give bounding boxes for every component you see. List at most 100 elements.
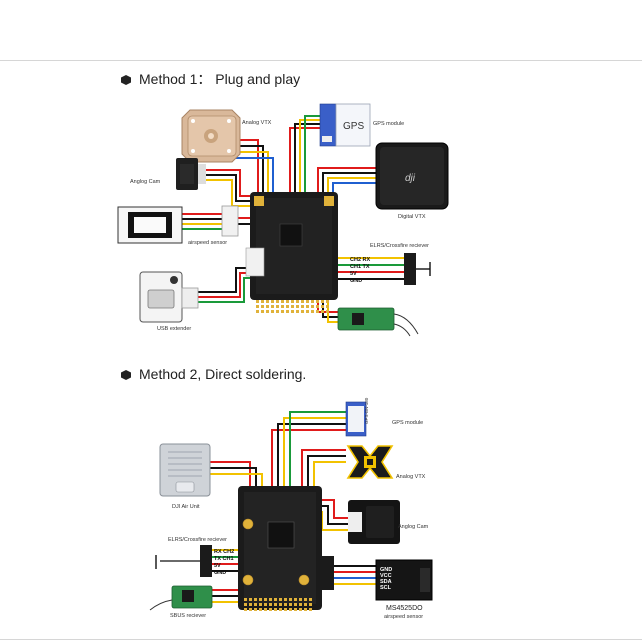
solder-pad <box>269 598 272 601</box>
solder-pad <box>274 598 277 601</box>
solder-pad <box>279 598 282 601</box>
solder-pad <box>254 598 257 601</box>
method2-wires-analog-vtx <box>301 449 346 486</box>
solder-pad <box>279 603 282 606</box>
method2-elrs-label: ELRS/Crossfire reciever <box>168 537 227 543</box>
solder-pad <box>244 598 247 601</box>
solder-pad <box>266 305 269 308</box>
method2-airspeed-chip-text: MS4525DO <box>386 605 423 612</box>
solder-pad <box>294 598 297 601</box>
solder-pad <box>301 300 304 303</box>
solder-pad <box>274 608 277 611</box>
method2-airspeed-label: airspeed sensor <box>384 614 423 620</box>
method2-dji-air-unit-label: DJI Air Unit <box>172 504 200 510</box>
method1-gps-chip-text: GPS <box>343 121 364 132</box>
solder-pad <box>269 608 272 611</box>
solder-pad <box>306 300 309 303</box>
solder-pad <box>284 598 287 601</box>
method2-elrs-pin-4: GND <box>214 570 226 576</box>
solder-pad <box>294 608 297 611</box>
usb-extender-module <box>139 271 199 323</box>
solder-pad <box>271 305 274 308</box>
solder-pad <box>286 310 289 313</box>
solder-pad <box>266 310 269 313</box>
method2-airspeed-pin-3: SDA <box>380 579 392 585</box>
solder-pad <box>261 300 264 303</box>
method1-wires-airspeed <box>182 213 250 230</box>
method2-diagram: GPS-BN-180 GPS module Analog VTX DJI Air… <box>149 397 433 620</box>
method1-elrs-pin-2: CH1 TX <box>350 264 370 270</box>
solder-pad <box>264 598 267 601</box>
method1-wires-gps <box>289 115 322 192</box>
solder-pad <box>321 300 324 303</box>
solder-pad <box>311 300 314 303</box>
method1-elrs-label: ELRS/Crossfire reciever <box>370 243 429 249</box>
method1-elrs-pin-1: CH2 RX <box>350 257 371 263</box>
solder-pad <box>309 598 312 601</box>
method2-analog-cam-label: Anglog Cam <box>398 524 429 530</box>
method1-green-receiver <box>337 307 419 337</box>
method2-airspeed-sensor <box>375 559 433 601</box>
method1-wires-usb <box>198 267 250 303</box>
solder-pad <box>271 310 274 313</box>
solder-pad <box>276 305 279 308</box>
solder-pad <box>261 310 264 313</box>
dji-logo-icon: dji <box>405 173 416 184</box>
method1-board-pads <box>256 300 329 313</box>
solder-pad <box>326 300 329 303</box>
solder-pad <box>304 608 307 611</box>
method2-gps-module-label: GPS module <box>392 420 423 426</box>
solder-pad <box>299 608 302 611</box>
solder-pad <box>284 608 287 611</box>
method2-wires-elrs <box>212 549 238 603</box>
solder-pad <box>296 310 299 313</box>
solder-pad <box>284 603 287 606</box>
solder-pad <box>254 608 257 611</box>
method1-analog-cam-label: Anglog Cam <box>130 179 161 185</box>
method1-title: Method 1： Plug and play <box>139 71 301 87</box>
top-divider <box>0 60 642 61</box>
solder-pad <box>326 310 329 313</box>
method2-wires-analog-cam <box>320 499 348 531</box>
method2-elrs-receiver <box>155 545 212 577</box>
analog-vtx-module <box>181 109 241 163</box>
method1-elrs-receiver <box>404 253 431 285</box>
method2-wires-gps <box>271 411 346 486</box>
solder-pad <box>249 608 252 611</box>
method2-title: Method 2, Direct soldering. <box>139 366 307 382</box>
solder-pad <box>266 300 269 303</box>
solder-pad <box>249 598 252 601</box>
digital-vtx-module <box>375 142 449 210</box>
solder-pad <box>281 310 284 313</box>
hexagon-bullet-icon <box>121 75 131 85</box>
solder-pad <box>299 603 302 606</box>
solder-pad <box>289 598 292 601</box>
method1-elrs-pin-3: 5V <box>350 271 357 277</box>
solder-pad <box>321 310 324 313</box>
solder-pad <box>309 608 312 611</box>
solder-pad <box>306 310 309 313</box>
solder-pad <box>316 305 319 308</box>
method1-analog-vtx-label: Analog VTX <box>242 120 272 126</box>
solder-pad <box>291 305 294 308</box>
method2-analog-vtx-label: Analog VTX <box>396 474 426 480</box>
method2-elrs-pin-3: 5V <box>214 563 221 569</box>
solder-pad <box>281 305 284 308</box>
method2-gps-chip-text: GPS-BN-180 <box>364 397 369 424</box>
solder-pad <box>244 603 247 606</box>
solder-pad <box>304 598 307 601</box>
solder-pad <box>281 300 284 303</box>
solder-pad <box>301 305 304 308</box>
solder-pad <box>271 300 274 303</box>
method1-elrs-pin-4: GND <box>350 278 362 284</box>
solder-pad <box>294 603 297 606</box>
solder-pad <box>276 310 279 313</box>
solder-pad <box>244 608 247 611</box>
solder-pad <box>256 300 259 303</box>
method2-elrs-pin-1: RX CH2 <box>214 549 234 555</box>
sbus-receiver-module <box>149 585 213 611</box>
solder-pad <box>259 608 262 611</box>
solder-pad <box>311 305 314 308</box>
solder-pad <box>279 608 282 611</box>
